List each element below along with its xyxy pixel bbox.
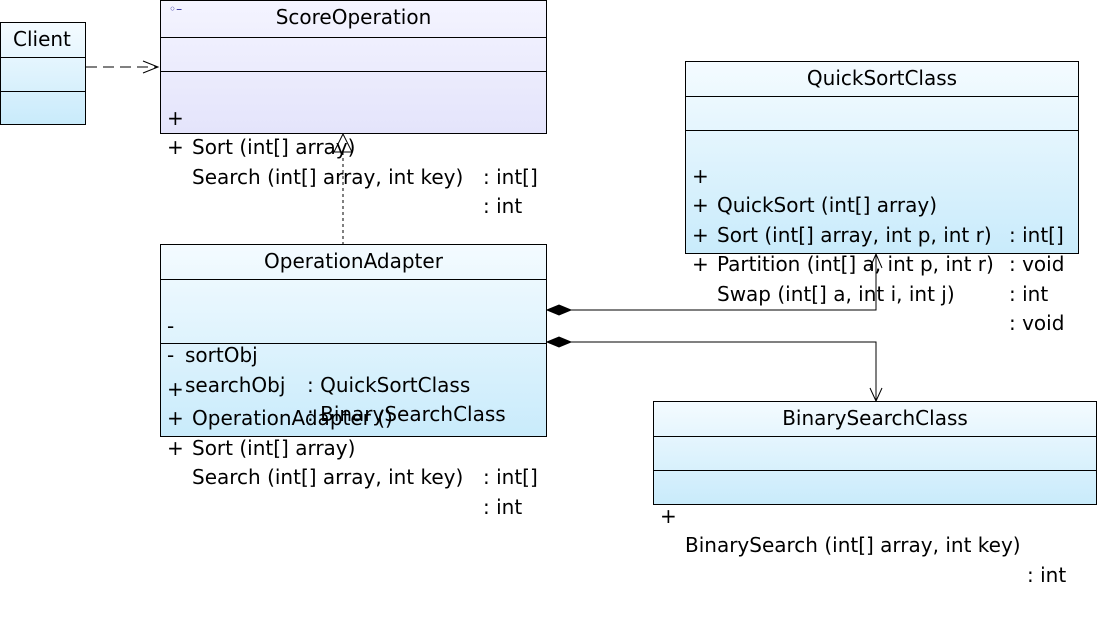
attributes-compartment [686, 96, 1078, 130]
composition-adapter-to-binarysearchclass [545, 336, 883, 403]
operation-row: + Sort (int[] array) : int[] [167, 406, 538, 489]
attributes-compartment [1, 57, 85, 91]
class-name: ScoreOperation [275, 5, 432, 29]
operation-row: + Partition (int[] a, int p, int r) : in… [692, 222, 1049, 306]
operation-row: + QuickSort (int[] array) : int[] [692, 163, 1064, 247]
operation-row: + Sort (int[] array) : int[] [167, 105, 538, 189]
dependency-client-to-scoreoperation [86, 60, 160, 74]
class-operationadapter[interactable]: OperationAdapter - sortObj : QuickSortCl… [160, 244, 547, 519]
attribute-row: - sortObj : QuickSortClass [167, 313, 471, 397]
operations-compartment: + OperationAdapter () + Sort (int[] arra… [161, 343, 546, 519]
attributes-compartment [654, 436, 1096, 470]
class-name: OperationAdapter [264, 249, 443, 273]
class-scoreoperation[interactable]: ◦– ScoreOperation + Sort (int[] array) :… [160, 0, 547, 218]
operation-row: + BinarySearch (int[] array, int key) : … [660, 503, 1067, 587]
operations-compartment: + Sort (int[] array) : int[] + Search (i… [161, 71, 546, 218]
operations-compartment: + QuickSort (int[] array) : int[] + Sort… [686, 130, 1078, 335]
operation-row: + OperationAdapter () [167, 376, 393, 431]
class-client[interactable]: Client [0, 22, 86, 125]
operation-row: + Search (int[] array, int key) : int [167, 435, 523, 519]
composition-adapter-to-quicksortclass [545, 252, 883, 316]
operations-compartment: + BinarySearch (int[] array, int key) : … [654, 470, 1096, 587]
operation-row: + Sort (int[] array, int p, int r) : voi… [692, 193, 1065, 276]
interface-lollipop-icon: ◦– [169, 2, 183, 16]
operation-row: + Search (int[] array, int key) : int [167, 135, 523, 218]
class-name: Client [13, 27, 71, 51]
operation-row: + Swap (int[] a, int i, int j) : void [692, 252, 1065, 335]
attribute-row: - searchObj : BinarySearchClass [167, 343, 506, 426]
realization-adapter-to-scoreoperation [333, 132, 353, 244]
operations-compartment [1, 91, 85, 124]
class-name: QuickSortClass [806, 66, 958, 90]
class-binarysearchclass[interactable]: BinarySearchClass + BinarySearch (int[] … [653, 401, 1097, 587]
attributes-compartment: - sortObj : QuickSortClass - searchObj :… [161, 279, 546, 426]
class-quicksortclass[interactable]: QuickSortClass + QuickSort (int[] array)… [685, 61, 1079, 335]
class-name: BinarySearchClass [782, 406, 968, 430]
attributes-compartment [161, 37, 546, 71]
